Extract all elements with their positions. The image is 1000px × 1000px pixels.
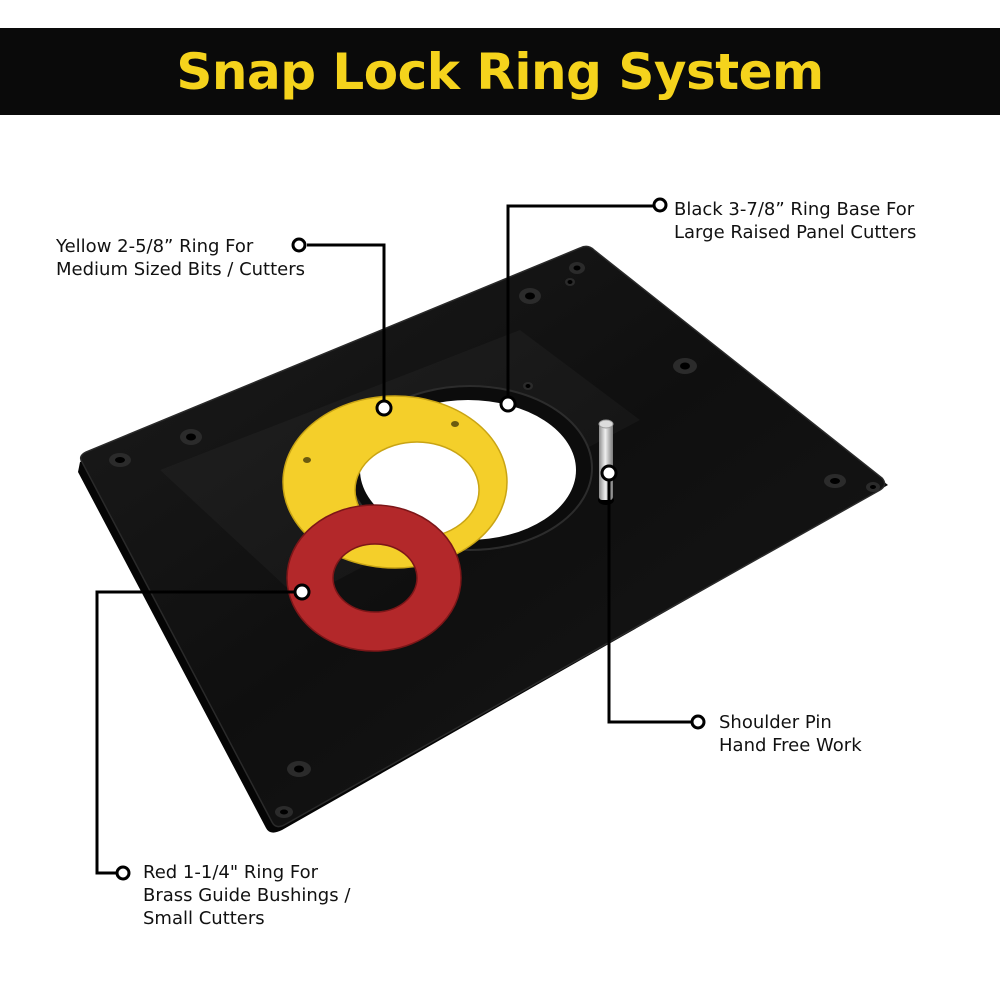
red-leader-line [95, 590, 302, 875]
red-ring-dot [293, 583, 311, 601]
yellow-ring-callout-line2: Medium Sized Bits / Cutters [56, 259, 306, 280]
countersunk-hole [569, 262, 585, 274]
black-ring-callout-line2: Large Raised Panel Cutters [674, 222, 917, 243]
yellow-ring-callout-line1: Yellow 2-5/8” Ring For [56, 236, 254, 257]
black-label-dot [652, 197, 668, 213]
shoulder-pin-callout: Shoulder Pin Hand Free Work [719, 711, 862, 757]
yellow-leader-line [307, 243, 386, 407]
countersunk-hole [673, 358, 697, 374]
red-ring-callout-line3: Small Cutters [143, 908, 265, 929]
red-label-dot [115, 865, 131, 881]
black-ring-callout-line1: Black 3-7/8” Ring Base For [674, 199, 915, 220]
countersunk-hole [519, 288, 541, 304]
countersunk-hole [287, 761, 311, 777]
red-ring [286, 504, 462, 652]
countersunk-hole [866, 482, 880, 492]
leader-lines [95, 204, 697, 875]
shoulder-pin-callout-line1: Shoulder Pin [719, 712, 832, 733]
black-ring-dot [499, 395, 517, 413]
pin-leader-line [607, 473, 697, 724]
red-ring-callout-line2: Brass Guide Bushings / [143, 885, 351, 906]
yellow-label-dot [291, 237, 307, 253]
leader-dots [115, 197, 706, 881]
countersunk-hole [180, 429, 202, 445]
page-title: Snap Lock Ring System [176, 42, 824, 101]
red-ring-callout: Red 1-1/4" Ring For Brass Guide Bushings… [143, 861, 350, 930]
pin-dot [600, 464, 618, 482]
countersunk-hole [824, 474, 846, 488]
plate-holes [109, 262, 880, 818]
countersunk-hole [275, 806, 293, 818]
yellow-ring-callout: Yellow 2-5/8” Ring For Medium Sized Bits… [56, 235, 305, 281]
countersunk-hole [109, 453, 131, 467]
black-ring-callout: Black 3-7/8” Ring Base For Large Raised … [674, 198, 916, 244]
black-leader-line [506, 204, 660, 404]
pin-label-dot [690, 714, 706, 730]
countersunk-hole [565, 278, 575, 286]
countersunk-hole [523, 382, 533, 390]
shoulder-pin [598, 419, 614, 505]
shoulder-pin-callout-line2: Hand Free Work [719, 735, 862, 756]
yellow-ring-dot [375, 399, 393, 417]
red-ring-callout-line1: Red 1-1/4" Ring For [143, 862, 319, 883]
title-banner: Snap Lock Ring System [0, 28, 1000, 115]
